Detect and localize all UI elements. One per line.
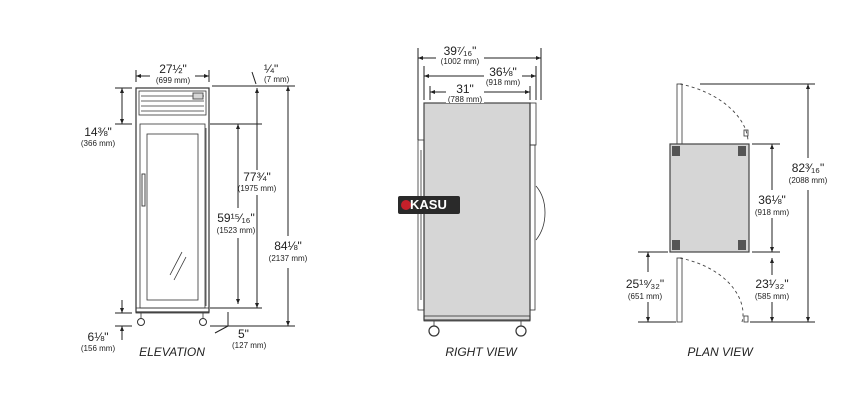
elevation-leg-mm: (156 mm) <box>81 344 116 353</box>
plan-clear-mm: (585 mm) <box>755 292 790 301</box>
right-view-inner-in: 31" <box>456 82 474 96</box>
plan-cabinet <box>669 143 750 253</box>
elevation-door-mm: (1975 mm) <box>238 184 277 193</box>
right-view-caster-front <box>428 325 440 337</box>
elevation-top-offset-in: 14⅜" <box>84 125 112 139</box>
elevation-caster-left <box>137 318 145 326</box>
plan-depth-in: 36⅛" <box>758 193 786 207</box>
right-view-title: RIGHT VIEW <box>445 345 518 359</box>
right-view-caster-rear <box>515 325 527 337</box>
okasu-logo: KASU <box>398 196 460 214</box>
elevation-total-mm: (2137 mm) <box>269 254 308 263</box>
elevation-top-mm: (7 mm) <box>264 75 290 84</box>
svg-text:KASU: KASU <box>410 197 447 212</box>
elevation-glass-in: 59¹⁵⁄₁₆" <box>217 211 254 225</box>
plan-door-swing-in: 82³⁄₁₆" <box>792 161 825 175</box>
elevation-title: ELEVATION <box>139 345 205 359</box>
elevation-leg-in: 6⅛" <box>88 330 109 344</box>
right-view-body-in: 36⅛" <box>489 65 517 79</box>
elevation-top-in: ¼" <box>264 62 278 76</box>
plan-depth-mm: (918 mm) <box>755 208 790 217</box>
right-view-inner-mm: (788 mm) <box>448 95 483 104</box>
plan-clear-in: 23¹⁄₃₂" <box>755 277 788 291</box>
elevation-glass <box>146 133 199 301</box>
elevation-door-in: 77¾" <box>243 170 271 184</box>
elevation-top-offset-mm: (366 mm) <box>81 139 116 148</box>
elevation-top-panel <box>138 90 207 116</box>
elevation-caster-right <box>199 318 207 326</box>
plan-door-swing-mm: (2088 mm) <box>789 176 828 185</box>
right-view-body-mm: (918 mm) <box>486 78 521 87</box>
right-view-overall-mm: (1002 mm) <box>441 57 480 66</box>
elevation-caster-mm: (127 mm) <box>232 341 267 350</box>
right-view: 39⁷⁄₁₆" (1002 mm) 36⅛" (918 mm) 31" (788… <box>398 44 546 359</box>
right-view-overall-in: 39⁷⁄₁₆" <box>444 44 477 58</box>
plan-view-title: PLAN VIEW <box>687 345 754 359</box>
plan-view: 82³⁄₁₆" (2088 mm) 36⅛" (918 mm) 25¹⁹⁄₃₂"… <box>626 83 828 359</box>
elevation-view: 27½" (699 mm) ¼" (7 mm) 14⅜" (366 mm) 77… <box>81 62 308 359</box>
elevation-width-in: 27½" <box>159 62 187 76</box>
elevation-width-mm: (699 mm) <box>156 76 191 85</box>
elevation-handle <box>141 173 146 207</box>
elevation-total-in: 84⅛" <box>274 239 302 253</box>
elevation-cabinet <box>135 87 210 313</box>
plan-front-mm: (651 mm) <box>628 292 663 301</box>
plan-door-swing <box>679 83 749 143</box>
plan-front-in: 25¹⁹⁄₃₂" <box>626 277 664 291</box>
elevation-caster-in: 5" <box>238 327 249 341</box>
elevation-glass-mm: (1523 mm) <box>217 226 256 235</box>
